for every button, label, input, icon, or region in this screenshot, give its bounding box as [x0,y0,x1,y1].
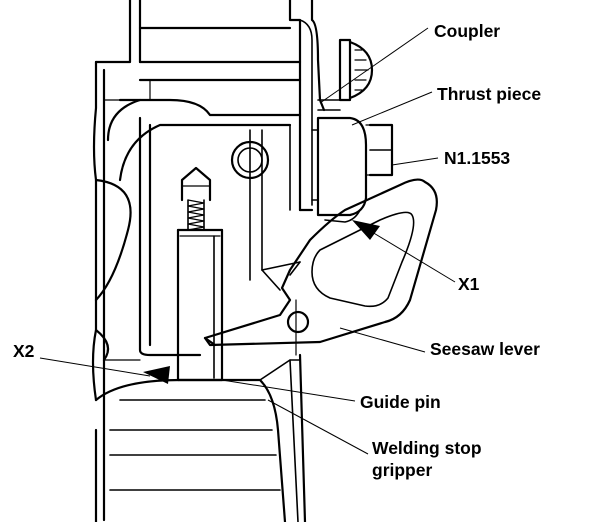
welding-stop-gripper-leader [267,399,369,455]
x2-leader [39,357,151,377]
thrust-piece-leader [351,91,433,126]
part-number-label: N1.1553 [444,148,510,168]
coupler [288,0,374,212]
thrust-piece [311,116,394,223]
welding-stop-gripper-body [94,299,307,522]
welding-stop-gripper-label-line2: gripper [372,460,432,480]
seesaw-lever-label: Seesaw lever [430,339,540,359]
x2-label: X2 [13,341,35,361]
x2-arrow [143,366,170,384]
welding-stop-gripper-label-line1: Welding stop [372,438,482,458]
housing [91,0,302,522]
coupler-leader [319,27,429,104]
leader-lines [39,27,456,455]
thrust-piece-label: Thrust piece [437,84,541,104]
coupler-label: Coupler [434,21,500,41]
x1-label: X1 [458,274,480,294]
x1-leader [371,231,456,283]
x1-arrow [352,220,380,240]
part-number-leader [391,157,439,166]
seesaw-lever [203,178,438,347]
seesaw-lever-leader [339,327,426,353]
guide-pin-leader [221,379,356,402]
guide-pin [176,166,224,382]
guide-pin-label: Guide pin [360,392,441,412]
